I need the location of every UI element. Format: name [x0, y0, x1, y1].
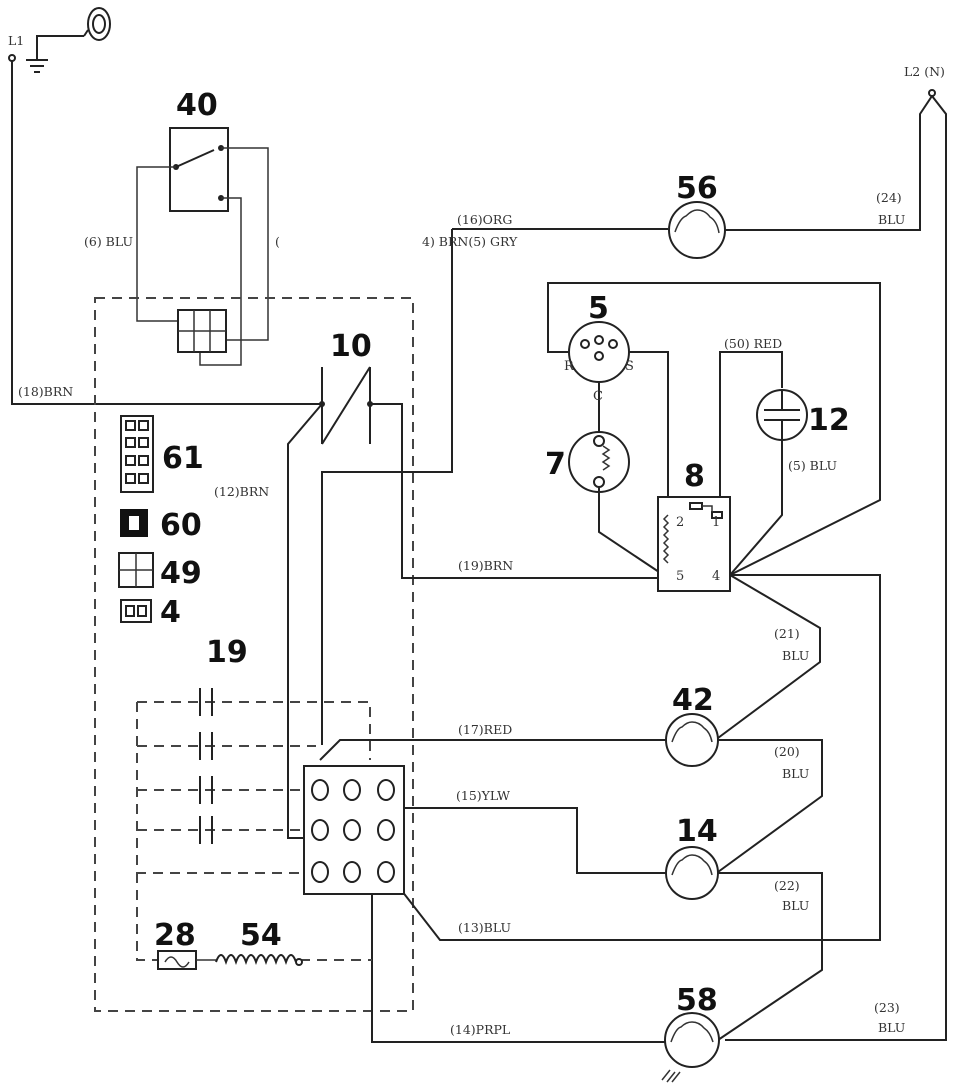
- pin-label-5: 5: [676, 569, 684, 584]
- pin-label-2: 2: [676, 515, 684, 530]
- l1-label: L1: [8, 33, 24, 48]
- wire-label-22-num: (22): [774, 878, 800, 893]
- l1-terminal: L1: [8, 33, 24, 62]
- component-5-compressor: [568, 321, 630, 383]
- label-42: 42: [672, 683, 714, 718]
- label-28: 28: [154, 918, 196, 953]
- wire-label-17: (17)RED: [458, 722, 512, 737]
- wire-17-red: [319, 739, 666, 761]
- wire-22-blu: [717, 872, 823, 1041]
- wire-label-23-col: BLU: [878, 1020, 905, 1035]
- component-10-thermal-fuse: [319, 366, 373, 445]
- label-14: 14: [676, 814, 718, 849]
- wire-19-brn: [370, 403, 660, 579]
- wire-4-to-right: [387, 574, 881, 941]
- component-60-connector: [120, 509, 148, 537]
- label-7: 7: [545, 447, 566, 482]
- wire-label-15: (15)YLW: [456, 788, 510, 803]
- label-60: 60: [160, 508, 202, 543]
- wire-7-to-8: [598, 487, 666, 577]
- wire-label-18: (18)BRN: [18, 384, 73, 399]
- pin-label-1: 1: [712, 515, 720, 530]
- wire-label-23-num: (23): [874, 1000, 900, 1015]
- component-19-switch-block: [303, 765, 405, 895]
- wire-40-right: [221, 147, 269, 341]
- l2-terminal: L2 (N): [904, 64, 945, 97]
- pin-label-c: C: [593, 389, 603, 404]
- wire-label-21-col: BLU: [782, 648, 809, 663]
- wire-21-blu: [717, 574, 821, 739]
- l2-label: L2 (N): [904, 64, 945, 79]
- ground-symbol: [26, 35, 84, 73]
- wire-24-blu: [725, 94, 947, 1041]
- wire-50-red: [719, 351, 783, 503]
- component-28-fuse: [157, 950, 197, 970]
- component-40-door-switch: [169, 127, 229, 212]
- component-8-relay: [657, 496, 731, 592]
- label-54: 54: [240, 918, 282, 953]
- component-12-capacitor: [756, 389, 808, 441]
- label-8: 8: [684, 459, 705, 494]
- wire-label-13: (13)BLU: [458, 920, 511, 935]
- wire-40-bottom: [199, 197, 242, 366]
- wire-label-21-num: (21): [774, 626, 800, 641]
- wire-20-blu: [717, 739, 823, 873]
- label-12: 12: [808, 403, 850, 438]
- label-58: 58: [676, 983, 718, 1018]
- wire-label-19: (19)BRN: [458, 558, 513, 573]
- label-56: 56: [676, 171, 718, 206]
- connector-block-40: [177, 309, 227, 353]
- wire-label-20-col: BLU: [782, 766, 809, 781]
- component-49-connector: [118, 552, 154, 588]
- heater-dash-wire: [136, 873, 372, 961]
- wire-label-14: (14)PRPL: [450, 1022, 510, 1037]
- wire-14-prpl: [371, 829, 666, 1043]
- wire-label-24-col: BLU: [878, 212, 905, 227]
- component-54-heater-coil: [196, 954, 303, 966]
- wire-label-12: (12)BRN: [214, 484, 269, 499]
- pin-label-s: S: [625, 359, 634, 374]
- pin-label-4: 4: [712, 569, 720, 584]
- component-56: [668, 201, 726, 259]
- wire-label-6: (6) BLU: [84, 234, 133, 249]
- wire-compressor-s: [628, 351, 669, 500]
- wire-label-20-num: (20): [774, 744, 800, 759]
- wire-18-brn: [11, 61, 322, 405]
- label-5: 5: [588, 291, 609, 326]
- label-40: 40: [176, 88, 218, 123]
- component-14-motor: [665, 846, 719, 900]
- wire-6-blu: [136, 166, 178, 322]
- component-7-overload: [568, 431, 630, 493]
- wire-label-24-num: (24): [876, 190, 902, 205]
- wire-label-50: (50) RED: [724, 336, 782, 351]
- component-4-connector: [120, 599, 152, 623]
- wire-label-16: (16)ORG: [457, 212, 512, 227]
- component-58-motor: [661, 1012, 720, 1083]
- wire-label-5-blu: (5) BLU: [788, 458, 837, 473]
- wire-label-22-col: BLU: [782, 898, 809, 913]
- label-4: 4: [160, 595, 181, 630]
- label-10: 10: [330, 329, 372, 364]
- wire-compressor-loop: [547, 282, 881, 576]
- label-61: 61: [162, 441, 204, 476]
- wire-5-blu: [729, 440, 783, 576]
- wire-label-paren: (: [275, 234, 280, 249]
- power-plug: [83, 7, 111, 41]
- control-panel-outline: [94, 297, 414, 1012]
- pin-label-r: R: [564, 359, 575, 374]
- component-19-contacts: [199, 688, 213, 844]
- component-61-connector: [120, 415, 154, 493]
- wire-12-brn: [287, 403, 323, 839]
- component-42-motor: [665, 713, 719, 767]
- label-19: 19: [206, 635, 248, 670]
- wire-16-org: [321, 229, 453, 745]
- wire-label-4-5: 4) BRN(5) GRY: [422, 234, 518, 249]
- label-49: 49: [160, 556, 202, 591]
